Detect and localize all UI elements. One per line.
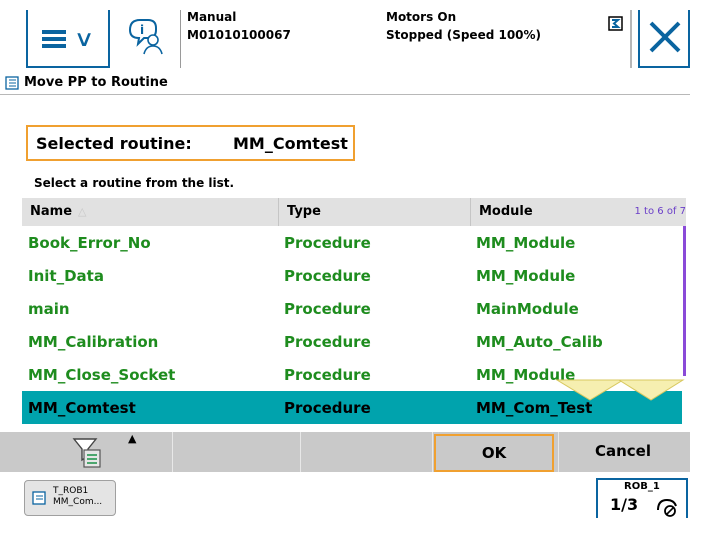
- command-bar: [0, 432, 690, 472]
- routine-name: main: [28, 300, 70, 318]
- task-name: T_ROB1: [53, 486, 89, 496]
- close-button[interactable]: [638, 10, 690, 68]
- filter-button[interactable]: [70, 436, 110, 470]
- menu-icon: [42, 30, 66, 48]
- cancel-button[interactable]: Cancel: [594, 442, 651, 460]
- info-icon: i: [128, 19, 163, 55]
- motors-state: Stopped (Speed 100%): [386, 28, 542, 42]
- routine-type: Procedure: [284, 333, 371, 351]
- svg-text:i: i: [140, 23, 144, 37]
- main-menu-button[interactable]: ∨: [26, 10, 110, 68]
- divider: [172, 432, 173, 472]
- routine-module: MM_Com_Test: [476, 399, 593, 417]
- routine-name: MM_Calibration: [28, 333, 159, 351]
- status-indicator[interactable]: [598, 10, 632, 68]
- close-icon: [649, 21, 681, 53]
- motor-status: Motors On Stopped (Speed 100%): [386, 10, 606, 68]
- info-button[interactable]: i: [118, 10, 174, 68]
- selected-routine-box: Selected routine: MM_Comtest: [26, 125, 355, 161]
- list-item[interactable]: Init_Data Procedure MM_Module: [22, 259, 682, 292]
- routine-name: Book_Error_No: [28, 234, 151, 252]
- task-button[interactable]: T_ROB1 MM_Com...: [24, 480, 116, 516]
- selected-routine-label: Selected routine:: [36, 134, 192, 153]
- speed-fraction: 1/3: [610, 495, 639, 514]
- routine-module: MM_Module: [476, 366, 576, 384]
- list-item[interactable]: MM_Calibration Procedure MM_Auto_Calib: [22, 325, 682, 358]
- window-title-row: Move PP to Routine: [0, 72, 690, 94]
- column-header-name[interactable]: Name△: [22, 198, 279, 226]
- filter-icon: [72, 438, 101, 468]
- list-item[interactable]: main Procedure MainModule: [22, 292, 682, 325]
- routine-module: MM_Module: [476, 234, 576, 252]
- routine-type: Procedure: [284, 366, 371, 384]
- routine-name: MM_Comtest: [28, 399, 136, 417]
- routine-list: Book_Error_No Procedure MM_Module Init_D…: [22, 226, 686, 426]
- routine-name: MM_Close_Socket: [28, 366, 176, 384]
- column-header-module[interactable]: Module 1 to 6 of 7: [471, 198, 686, 226]
- program-icon: [5, 76, 19, 90]
- chevron-down-icon: ∨: [73, 27, 95, 52]
- routine-module: MM_Auto_Calib: [476, 333, 603, 351]
- range-indicator: 1 to 6 of 7: [634, 206, 686, 217]
- list-item-selected[interactable]: MM_Comtest Procedure MM_Com_Test: [22, 391, 682, 424]
- divider: [558, 432, 559, 472]
- up-arrow-icon[interactable]: ▲: [128, 432, 137, 445]
- motors-title: Motors On: [386, 10, 457, 24]
- selected-routine-value: MM_Comtest: [233, 134, 348, 153]
- divider: [432, 432, 433, 472]
- indicator-icon: [608, 16, 623, 31]
- column-header-type[interactable]: Type: [279, 198, 471, 226]
- list-item[interactable]: MM_Close_Socket Procedure MM_Module: [22, 358, 682, 391]
- routine-module: MainModule: [476, 300, 579, 318]
- program-icon: [32, 491, 46, 505]
- routine-type: Procedure: [284, 267, 371, 285]
- quickset-button[interactable]: ROB_1 1/3: [596, 478, 688, 518]
- list-item[interactable]: Book_Error_No Procedure MM_Module: [22, 226, 682, 259]
- window-title: Move PP to Routine: [24, 75, 168, 90]
- ok-button[interactable]: OK: [434, 434, 554, 472]
- task-routine: MM_Com...: [53, 497, 103, 507]
- scrollbar[interactable]: [683, 226, 686, 376]
- routine-name: Init_Data: [28, 267, 104, 285]
- table-header: Name△ Type Module 1 to 6 of 7: [22, 198, 686, 226]
- divider: [0, 94, 690, 95]
- robot-name: ROB_1: [624, 481, 660, 492]
- routine-module: MM_Module: [476, 267, 576, 285]
- jog-icon: [657, 498, 677, 517]
- status-bar: ∨ i Manual M01010100067 Motors On Stoppe…: [0, 0, 709, 72]
- sort-icon: △: [78, 205, 87, 218]
- controller-id: M01010100067: [187, 28, 291, 42]
- mode-title: Manual: [187, 10, 237, 24]
- scroll-arrows-icon[interactable]: [555, 378, 685, 404]
- instruction-text: Select a routine from the list.: [34, 176, 235, 190]
- divider: [300, 432, 301, 472]
- operating-mode: Manual M01010100067: [180, 10, 380, 68]
- routine-type: Procedure: [284, 300, 371, 318]
- routine-type: Procedure: [284, 234, 371, 252]
- routine-type: Procedure: [284, 399, 371, 417]
